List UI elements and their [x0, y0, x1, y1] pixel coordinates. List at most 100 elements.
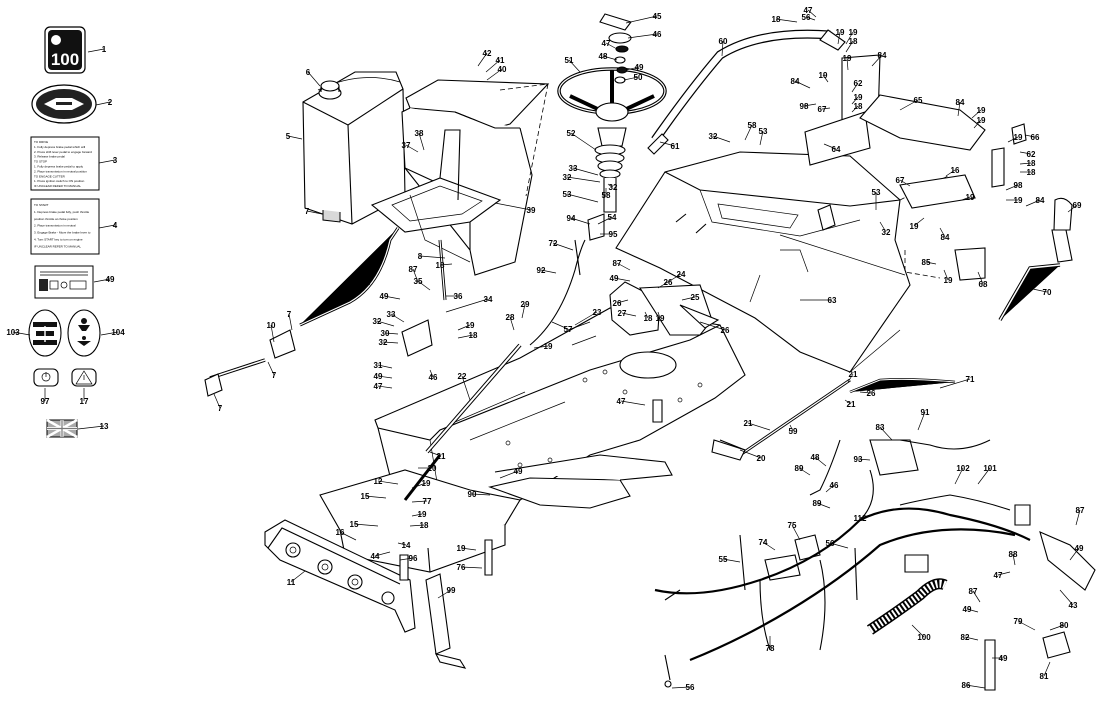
callout-c19p: 19: [910, 222, 919, 231]
callout-leader-c19d: [411, 513, 423, 517]
callout-leader-c83: [879, 426, 893, 441]
speed-symbol-decal: [67, 309, 101, 357]
callout-leader-c18f: [845, 40, 854, 53]
callout-leader-c34: [445, 298, 489, 313]
callout-c72: 72: [549, 239, 558, 248]
callout-c19b: 19: [544, 342, 553, 351]
power-symbol-decal: [33, 368, 59, 387]
callout-leader-c93: [857, 458, 871, 461]
callout-leader-c65: [899, 99, 919, 111]
callout-leader-c18h: [1019, 162, 1032, 165]
callout-leader-c37: [405, 144, 419, 153]
callout-leader-c19b: [533, 345, 549, 349]
callout-c91: 91: [921, 408, 930, 417]
callout-c19h: 19: [849, 28, 858, 37]
callout-leader-c88: [1012, 553, 1016, 566]
warning-triangle-decal: [71, 368, 97, 387]
callout-leader-c18b: [457, 334, 474, 339]
callout-leader-c56c: [671, 686, 691, 689]
callout-leader-c75: [791, 524, 801, 541]
callout-c38: 38: [415, 129, 424, 138]
callout-c64: 64: [832, 145, 841, 154]
corrugated-loom-100: [866, 578, 948, 635]
callout-leader-c31: [377, 364, 393, 369]
callout-c84b: 84: [791, 77, 800, 86]
linkage-rods: [209, 197, 1073, 501]
callout-c92: 92: [537, 266, 546, 275]
flag-decal: [46, 418, 78, 439]
callout-leader-c19k: [851, 96, 859, 105]
callout-c19k: 19: [854, 93, 863, 102]
callout-leader-c7a: [306, 210, 323, 215]
callout-c87c: 87: [1076, 506, 1085, 515]
callout-c7a: 7: [305, 207, 310, 216]
callout-c54: 54: [608, 213, 617, 222]
callout-leader-c49b: [383, 295, 401, 300]
callout-c67b: 67: [896, 176, 905, 185]
callout-leader-c18a: [439, 263, 453, 266]
callout-leader-c9: [354, 275, 371, 286]
main-frame-23: [319, 307, 746, 573]
callout-c87b: 87: [613, 259, 622, 268]
callout-leader-c19q: [961, 196, 971, 201]
callout-leader-c87a: [412, 268, 419, 283]
callout-c15a: 15: [361, 492, 370, 501]
callout-leader-c32e: [712, 135, 731, 143]
callout-leader-c21b: [747, 422, 771, 431]
callout-leader-c28: [509, 316, 515, 331]
callout-leader-c7d: [213, 393, 221, 409]
callout-c48b: 48: [811, 453, 820, 462]
callout-c50: 50: [634, 73, 643, 82]
callout-leader-c19i: [846, 57, 849, 71]
callout-c29: 29: [521, 300, 530, 309]
callout-leader-c81: [1043, 661, 1051, 677]
callout-c41: 41: [496, 56, 505, 65]
callout-leader-c86: [965, 684, 986, 689]
callout-leader-c46: [429, 369, 434, 378]
callout-c2: 2: [108, 98, 113, 107]
callout-leader-c19r: [943, 269, 949, 281]
callout-c47e: 47: [994, 571, 1003, 580]
callout-leader-c71: [939, 378, 971, 389]
callout-leader-c70: [1027, 287, 1048, 293]
callout-leader-c62a: [851, 82, 859, 93]
callout-c81: 81: [1040, 672, 1049, 681]
callout-c19i: 19: [843, 54, 852, 63]
callout-leader-c33: [390, 313, 405, 323]
callout-c60: 60: [719, 37, 728, 46]
decal-line: TO ENGAGE CUTTER: [34, 174, 66, 178]
callout-c32f: 32: [882, 228, 891, 237]
callout-leader-c22: [461, 375, 471, 401]
callout-leader-c79: [1017, 620, 1036, 631]
callout-c21d: 21: [849, 370, 858, 379]
decal-line: TO START: [34, 203, 49, 207]
callout-c48: 48: [599, 52, 608, 61]
callout-c20b: 20: [757, 454, 766, 463]
callout-leader-c84e: [939, 227, 946, 238]
callout-leader-c47e: [997, 571, 1011, 576]
callout-leader-c19p: [913, 217, 925, 227]
rear-handle-60: [647, 29, 1027, 281]
callout-leader-c30: [384, 332, 399, 335]
callout-c88: 88: [1009, 550, 1018, 559]
callout-leader-c45: [625, 15, 658, 24]
callout-leader-c49c: [377, 375, 393, 379]
callout-leader-c39: [494, 202, 532, 211]
callout-leader-c42: [477, 52, 488, 67]
callout-leader-c84c: [957, 101, 961, 117]
callout-c18d: 18: [644, 314, 653, 323]
callout-c49f: 49: [610, 274, 619, 283]
badge-number-text: 100: [51, 50, 79, 69]
callout-leader-c26a: [657, 281, 669, 289]
callout-leader-c84a: [871, 54, 883, 67]
callout-c56c: 56: [686, 683, 695, 692]
callout-c5: 5: [286, 132, 291, 141]
callout-leader-c46c: [825, 484, 835, 493]
callout-c84c: 84: [956, 98, 965, 107]
callout-c104: 104: [111, 328, 125, 337]
callout-c35: 35: [414, 277, 423, 286]
callout-c32c: 32: [563, 173, 572, 182]
